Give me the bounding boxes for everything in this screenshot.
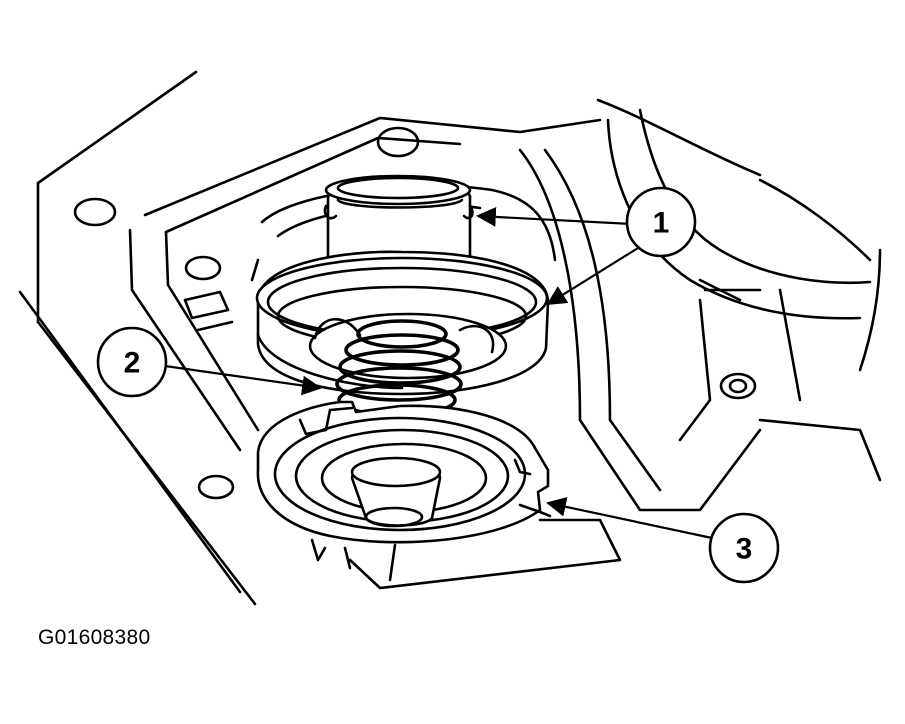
piston-upper-cup: [323, 174, 474, 260]
figure-id: G01608380: [38, 626, 151, 649]
callout-1-label: 1: [653, 207, 670, 240]
callout-3-label: 3: [736, 533, 753, 566]
callout-2: 2: [96, 326, 168, 398]
spring-retainer: [256, 400, 552, 570]
callout-3: 3: [708, 512, 780, 584]
callout-leaders: [164, 207, 713, 540]
return-spring: [308, 312, 508, 417]
transmission-case: [18, 70, 882, 606]
callout-1: 1: [625, 186, 697, 258]
callout-2-label: 2: [124, 347, 141, 380]
